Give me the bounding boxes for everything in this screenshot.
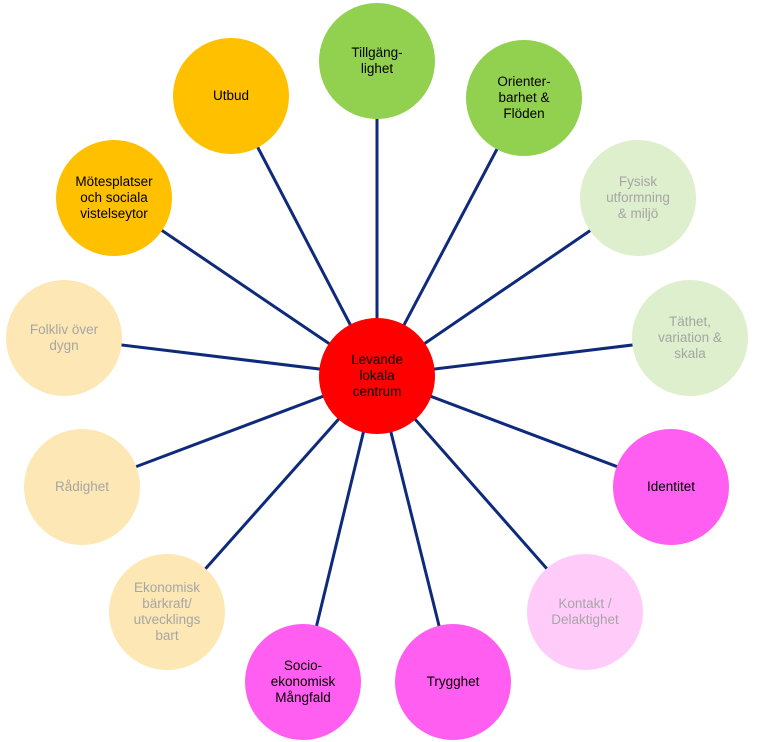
node-utbud-label: Utbud — [212, 88, 250, 103]
node-tillganglighet: Tillgäng- lighet — [319, 3, 435, 119]
node-identitet: Identitet — [613, 429, 729, 545]
node-radighet-label: Rådighet — [54, 479, 110, 494]
node-identitet-label: Identitet — [646, 479, 696, 494]
node-fysisk-utformning: Fysisk utformning & miljö — [580, 140, 696, 256]
node-orienterbarhet-label: Orienter- barhet & Flöden — [497, 74, 551, 121]
node-ekonomisk-label: Ekonomisk bärkraft/ utvecklings bart — [133, 580, 201, 643]
node-motesplatser: Mötesplatser och sociala vistelseytor — [56, 140, 172, 256]
node-trygghet: Trygghet — [395, 624, 511, 740]
node-folkliv-label: Folkliv över dygn — [29, 322, 99, 353]
node-trygghet-label: Trygghet — [426, 674, 480, 689]
node-kontakt: Kontakt / Delaktighet — [527, 554, 643, 670]
node-kontakt-label: Kontakt / Delaktighet — [551, 596, 619, 627]
node-utbud: Utbud — [173, 38, 289, 154]
node-radighet: Rådighet — [24, 429, 140, 545]
node-tathet: Täthet, variation & skala — [632, 280, 748, 396]
node-orienterbarhet: Orienter- barhet & Flöden — [466, 40, 582, 156]
center-node-label: Levande lokala centrum — [351, 352, 403, 399]
node-ekonomisk: Ekonomisk bärkraft/ utvecklings bart — [109, 554, 225, 670]
node-socioekonomisk: Socio- ekonomisk Mångfald — [245, 624, 361, 740]
center-node: Levande lokala centrum — [319, 318, 435, 434]
node-tillganglighet-label: Tillgäng- lighet — [351, 45, 403, 76]
node-fysisk-utformning-label: Fysisk utformning & miljö — [606, 174, 670, 221]
node-motesplatser-label: Mötesplatser och sociala vistelseytor — [75, 174, 153, 221]
node-tathet-label: Täthet, variation & skala — [658, 314, 722, 361]
node-socioekonomisk-label: Socio- ekonomisk Mångfald — [270, 658, 336, 705]
node-folkliv: Folkliv över dygn — [6, 280, 122, 396]
